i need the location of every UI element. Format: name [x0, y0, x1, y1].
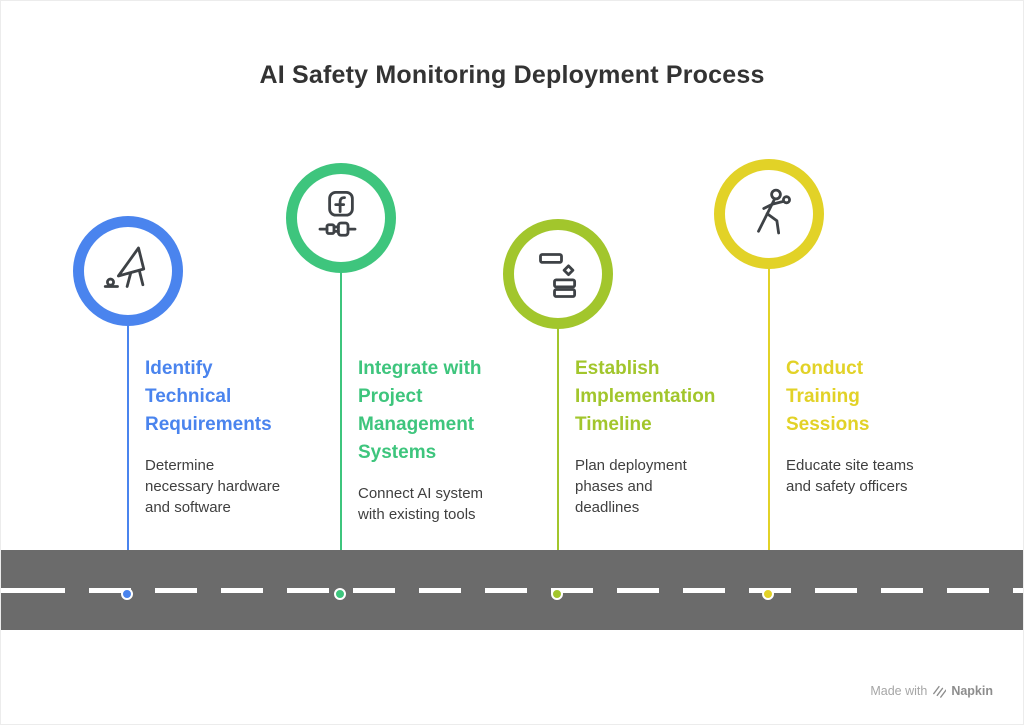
milestone-description: Determine necessary hardware and softwar…	[145, 457, 281, 516]
milestone-text-block: Integrate with Project Management System…	[358, 355, 508, 525]
page-title: AI Safety Monitoring Deployment Process	[259, 61, 765, 89]
milestone-stem	[557, 325, 559, 593]
milestone-dot	[121, 588, 133, 600]
milestone-ring	[73, 216, 183, 326]
milestone-dot	[551, 588, 563, 600]
milestone-title: Identify Technical Requirements	[145, 358, 272, 435]
made-with-napkin-footer: Made with Napkin	[870, 684, 993, 698]
milestone-implementation-timeline: Establish Implementation Timeline Plan d…	[503, 1, 715, 724]
milestone-ring	[503, 219, 613, 329]
milestone-stem	[768, 265, 770, 593]
milestone-text-block: Establish Implementation Timeline Plan d…	[575, 355, 745, 518]
made-with-label: Made with	[870, 684, 928, 698]
milestone-description: Plan deployment phases and deadlines	[575, 457, 687, 516]
milestone-title: Establish Implementation Timeline	[575, 358, 716, 435]
milestone-stem	[127, 322, 129, 593]
milestone-identify-requirements: Identify Technical Requirements Determin…	[73, 1, 283, 724]
road-dash-line	[1, 588, 1023, 593]
milestone-ring	[286, 163, 396, 273]
milestone-title: Conduct Training Sessions	[786, 358, 870, 435]
timeline-road	[1, 550, 1023, 630]
milestone-description: Educate site teams and safety officers	[786, 457, 914, 495]
napkin-logo-icon	[932, 684, 947, 698]
milestone-training-sessions: Conduct Training Sessions Educate site t…	[714, 1, 924, 724]
milestone-integrate-systems: Integrate with Project Management System…	[286, 1, 496, 724]
milestone-dot	[762, 588, 774, 600]
milestone-stem	[340, 269, 342, 593]
training-person-icon	[741, 184, 797, 245]
monitor-drafting-icon	[100, 241, 156, 302]
milestone-text-block: Conduct Training Sessions Educate site t…	[786, 355, 941, 497]
integration-plug-icon	[313, 188, 369, 249]
milestone-description: Connect AI system with existing tools	[358, 485, 484, 523]
napkin-brand-label: Napkin	[951, 684, 993, 698]
milestone-ring	[714, 159, 824, 269]
milestone-title: Integrate with Project Management System…	[358, 358, 482, 463]
gantt-chart-icon	[530, 244, 586, 305]
milestone-dot	[334, 588, 346, 600]
milestone-text-block: Identify Technical Requirements Determin…	[145, 355, 295, 518]
